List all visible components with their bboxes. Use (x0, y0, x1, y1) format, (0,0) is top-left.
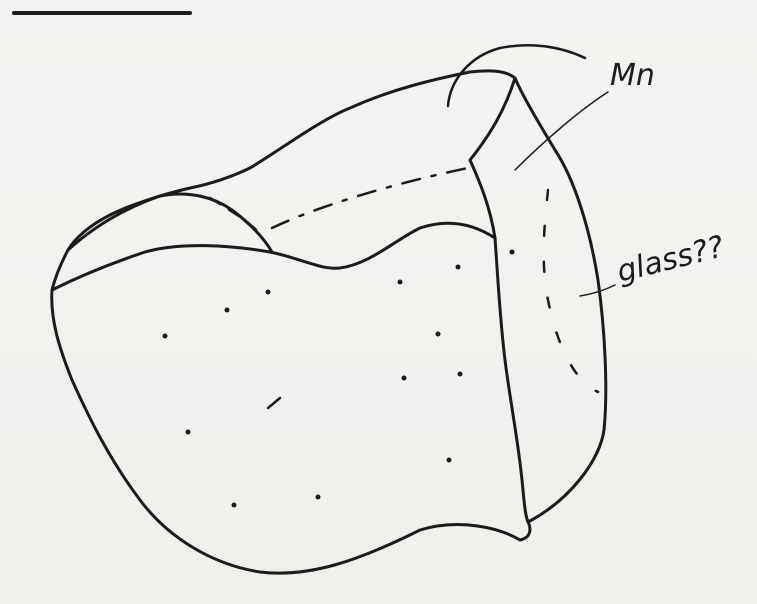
grain-dot (456, 265, 461, 270)
grain-dots (163, 250, 515, 508)
grain-dot (402, 376, 407, 381)
grain-dot (186, 430, 191, 435)
upper-right-ridge (470, 78, 515, 238)
grain-dot (316, 495, 321, 500)
grain-dot (510, 250, 515, 255)
grain-dot (458, 372, 463, 377)
grain-dot (225, 308, 230, 313)
hidden-edge-dashed (272, 168, 468, 228)
grain-dot (266, 290, 271, 295)
grain-dot (232, 503, 237, 508)
grain-dot (398, 280, 403, 285)
grain-dot (436, 332, 441, 337)
glass-dashed-boundary (544, 190, 598, 392)
grain-dot (447, 458, 452, 463)
face-divider-edge (495, 238, 528, 522)
glass-label: glass?? (613, 229, 727, 289)
top-nub (448, 45, 585, 106)
front-face-top-edge (52, 223, 495, 290)
mn-label: Mn (610, 58, 655, 93)
grain-dot (163, 334, 168, 339)
grain-tick (268, 398, 280, 408)
